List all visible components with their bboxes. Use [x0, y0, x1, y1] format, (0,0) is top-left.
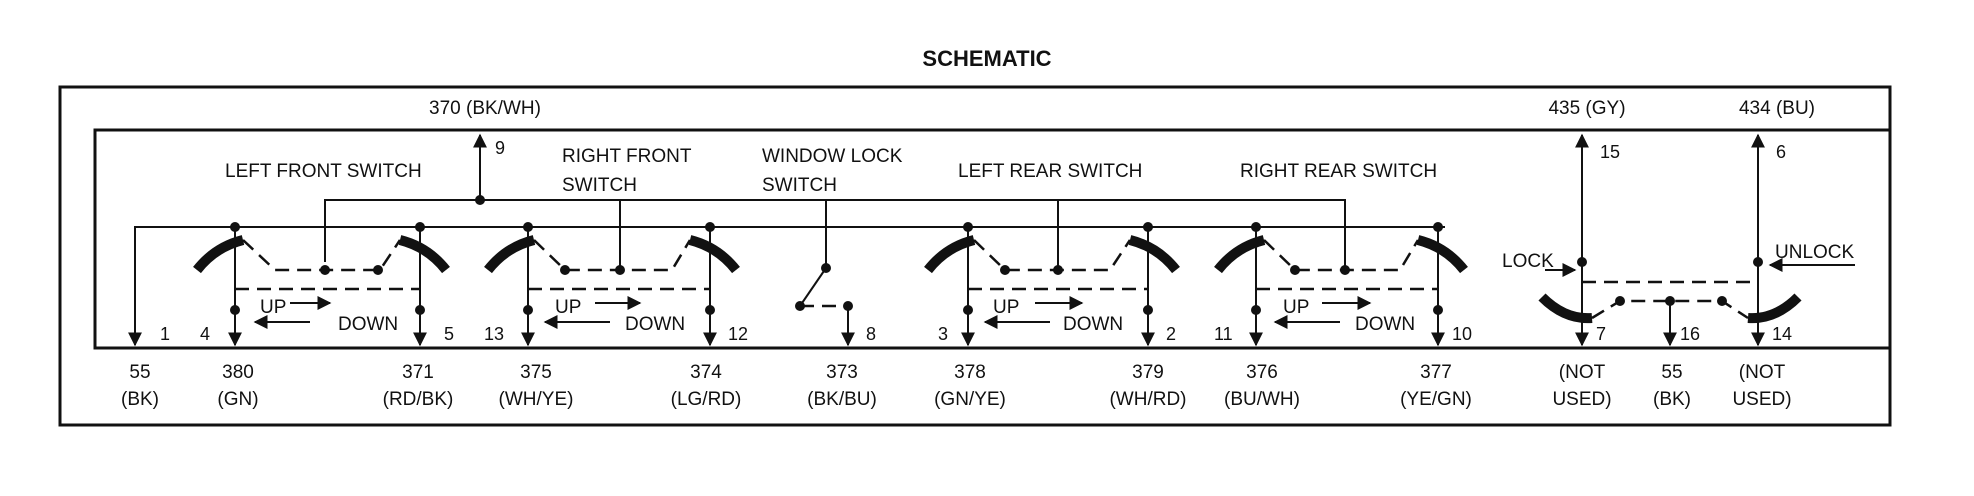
wire-color: (GN/YE)	[934, 389, 1006, 410]
pin-15: 15	[1600, 142, 1620, 162]
wire-color: (YE/GN)	[1400, 389, 1472, 410]
wire-num: 373	[826, 362, 858, 383]
wire-num: 379	[1132, 362, 1164, 383]
pin-7: 7	[1596, 324, 1606, 344]
wire-color: (BU/WH)	[1224, 389, 1300, 410]
wire-color: (WH/RD)	[1109, 389, 1186, 410]
left-front-switch-label: LEFT FRONT SWITCH	[225, 161, 422, 182]
wire-color: (BK)	[1653, 389, 1691, 410]
pin-16: 16	[1680, 324, 1700, 344]
lr-down-label: DOWN	[1063, 314, 1123, 335]
wire-color: USED)	[1552, 389, 1611, 410]
wire-color: (RD/BK)	[383, 389, 454, 410]
rf-up-label: UP	[555, 297, 581, 318]
right-rear-switch-label: RIGHT REAR SWITCH	[1240, 161, 1437, 182]
wire-num: 374	[690, 362, 722, 383]
ground-bus	[134, 226, 1445, 333]
wire-color: USED)	[1732, 389, 1791, 410]
lf-down-label: DOWN	[338, 314, 398, 335]
unlock-label: UNLOCK	[1775, 242, 1855, 263]
wire-num: 55	[1661, 362, 1682, 383]
rr-up-label: UP	[1283, 297, 1309, 318]
switch-assembly-box	[93, 128, 1892, 350]
wire-color: (BK)	[121, 389, 159, 410]
pin-10: 10	[1452, 324, 1472, 344]
wire-color: (BK/BU)	[807, 389, 877, 410]
pin-9: 9	[495, 138, 505, 158]
pin-2: 2	[1166, 324, 1176, 344]
window-lock-switch-label-2: SWITCH	[762, 175, 837, 196]
rr-down-label: DOWN	[1355, 314, 1415, 335]
lf-up-label: UP	[260, 297, 286, 318]
wire-num: 371	[402, 362, 434, 383]
pin-12: 12	[728, 324, 748, 344]
wire-num: 380	[222, 362, 254, 383]
window-lock-switch-label-1: WINDOW LOCK	[762, 146, 903, 167]
wire-num: (NOT	[1559, 362, 1606, 383]
pin-4: 4	[200, 324, 210, 344]
wire-num: 377	[1420, 362, 1452, 383]
wire-num: (NOT	[1739, 362, 1786, 383]
pin-13: 13	[484, 324, 504, 344]
door-lock-switch	[1538, 133, 1855, 333]
wire-num: 375	[520, 362, 552, 383]
schematic-title: SCHEMATIC	[922, 46, 1051, 71]
pin-11: 11	[1214, 324, 1233, 344]
right-rear-switch	[1214, 222, 1468, 333]
pin-6: 6	[1776, 142, 1786, 162]
right-front-switch-label-1: RIGHT FRONT	[562, 146, 692, 167]
pin-exit-arrows	[128, 310, 1765, 347]
right-front-switch	[484, 200, 740, 333]
wire-label-435: 435 (GY)	[1548, 98, 1625, 119]
wire-num: 55	[129, 362, 150, 383]
power-bus-upper	[324, 199, 1346, 262]
wire-num: 376	[1246, 362, 1278, 383]
left-rear-switch-label: LEFT REAR SWITCH	[958, 161, 1142, 182]
right-front-switch-label-2: SWITCH	[562, 175, 637, 196]
bottom-wire-labels: 55 (BK) 380 (GN) 371 (RD/BK) 375 (WH/YE)…	[121, 362, 1792, 410]
wire-label-434: 434 (BU)	[1739, 98, 1815, 119]
pin-1: 1	[160, 324, 170, 344]
lr-up-label: UP	[993, 297, 1019, 318]
pin-5: 5	[444, 324, 454, 344]
wire-num: 378	[954, 362, 986, 383]
rf-down-label: DOWN	[625, 314, 685, 335]
wire-color: (LG/RD)	[671, 389, 742, 410]
wire-color: (GN)	[217, 389, 258, 410]
wire-label-370: 370 (BK/WH)	[429, 98, 541, 119]
pin-14: 14	[1772, 324, 1792, 344]
window-lock-switch	[795, 200, 853, 333]
left-rear-switch	[924, 200, 1180, 333]
lock-label: LOCK	[1502, 251, 1554, 272]
wire-color: (WH/YE)	[499, 389, 574, 410]
pin-8: 8	[866, 324, 876, 344]
pin-3: 3	[938, 324, 948, 344]
